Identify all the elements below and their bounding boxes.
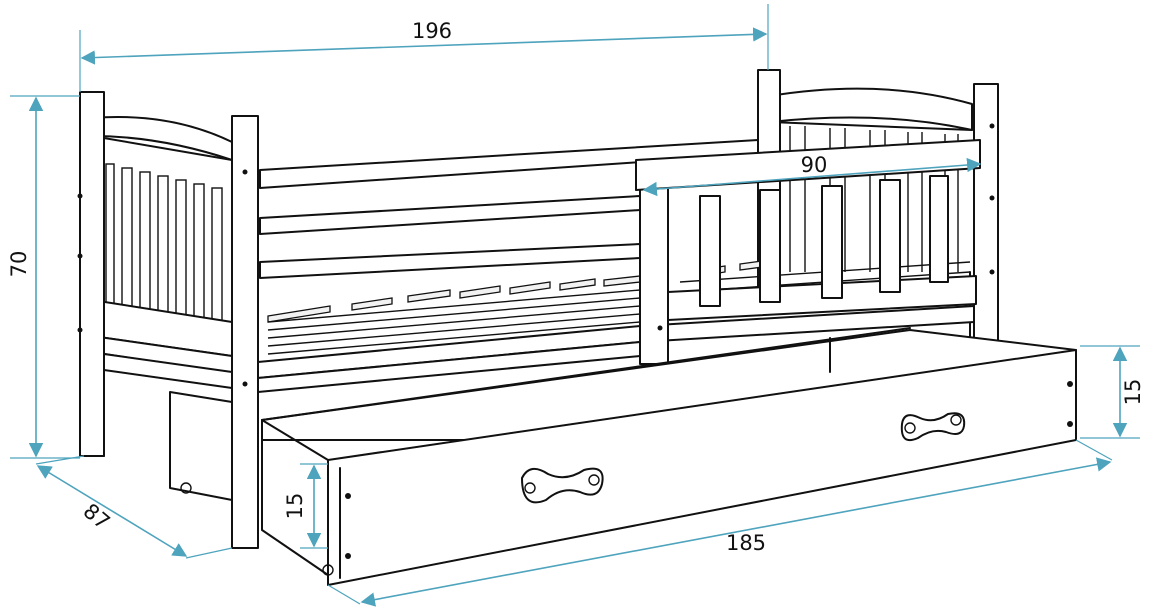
drawer-handle-rear: [900, 412, 966, 442]
rear-drawer: [169, 391, 233, 501]
label-70: 70: [7, 251, 31, 278]
dimension-drawer-length: 185: [327, 439, 1113, 607]
bed-frame: [77, 69, 1077, 586]
front-left-post: [79, 91, 105, 457]
label-15-left: 15: [283, 493, 307, 520]
slats: [267, 260, 971, 355]
label-196: 196: [412, 19, 452, 43]
dimension-drawer-height-left: 15: [283, 463, 328, 549]
label-87: 87: [79, 499, 115, 535]
dimension-guard-rail: 90: [642, 153, 982, 197]
left-headboard: [91, 116, 233, 375]
dimension-width-total: 196: [79, 4, 769, 92]
label-90: 90: [801, 153, 828, 177]
dimension-height-total: 70: [7, 95, 80, 459]
label-15-right: 15: [1121, 379, 1145, 406]
rear-post-right: [973, 83, 999, 355]
dimension-drawer-height-right: 15: [1080, 345, 1145, 439]
label-185: 185: [726, 531, 766, 555]
front-post: [231, 115, 259, 549]
